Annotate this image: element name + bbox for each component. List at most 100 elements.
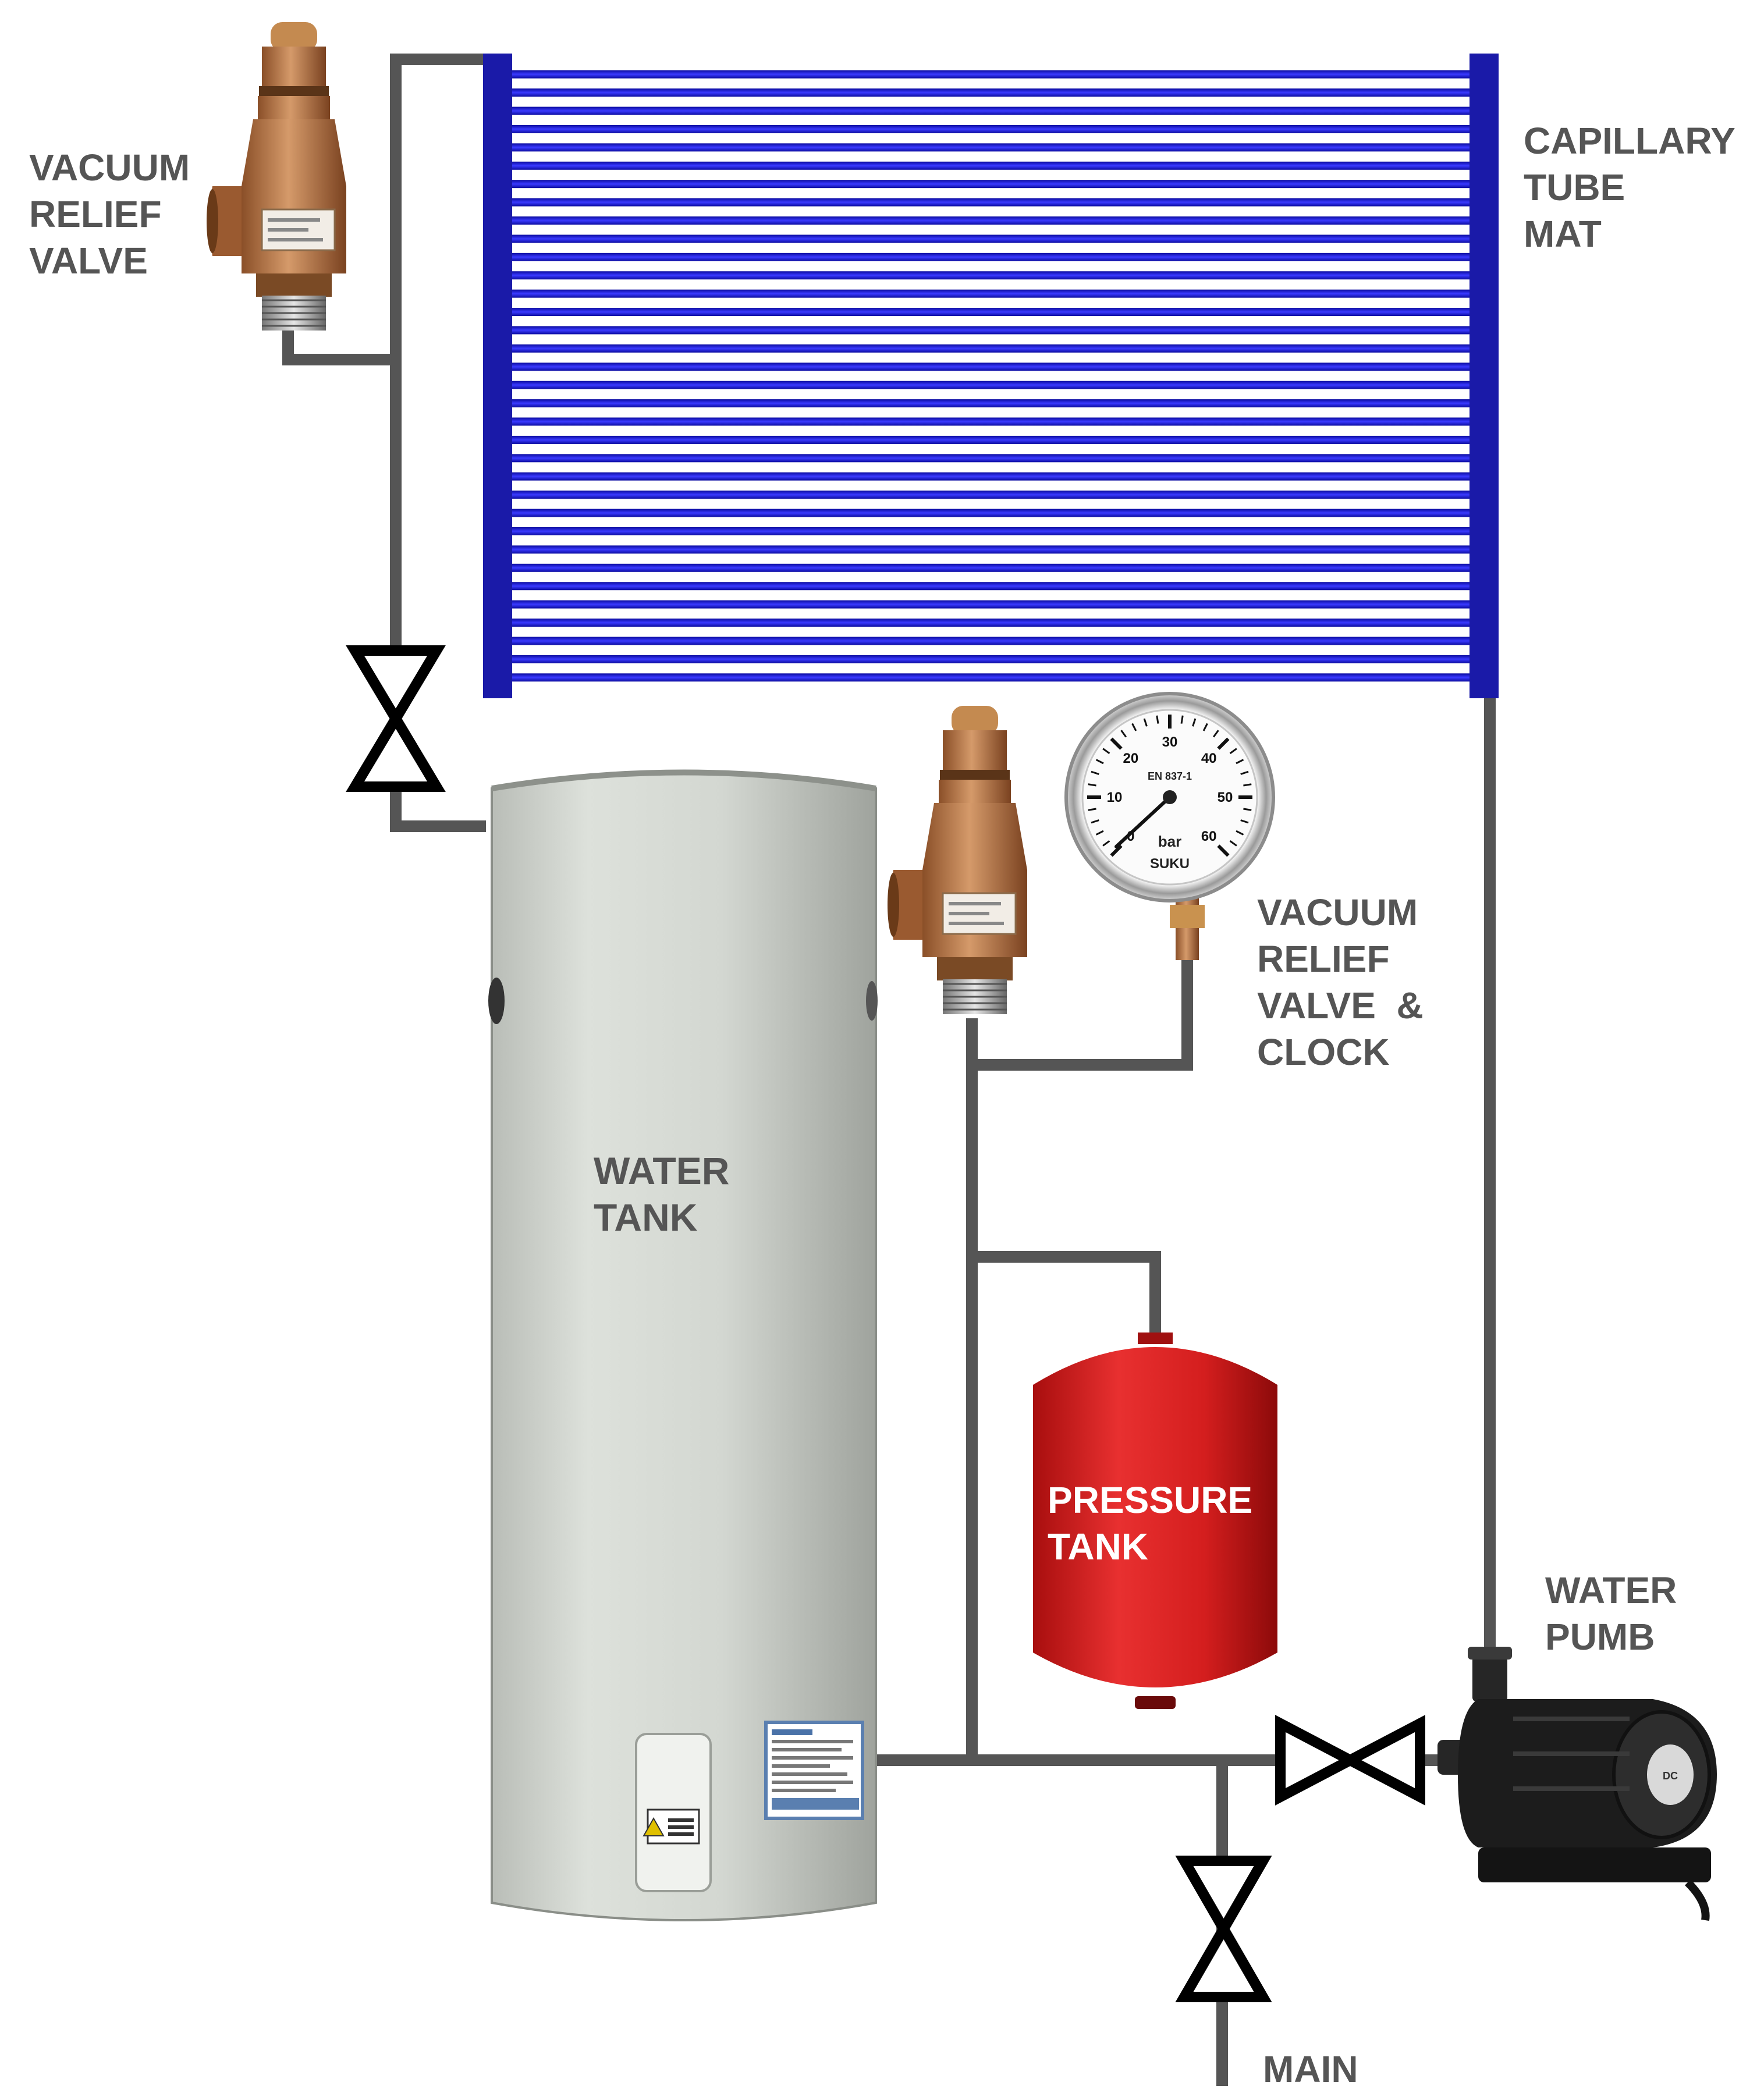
capillary-tube <box>501 381 1481 389</box>
svg-text:DC: DC <box>1663 1770 1678 1782</box>
capillary-tube <box>501 143 1481 152</box>
capillary-tube <box>501 234 1481 243</box>
label-line: TUBE <box>1524 166 1625 208</box>
gate-valve-icon-main <box>1175 1856 1272 2002</box>
label-line: VALVE <box>29 240 148 282</box>
label-line: RELIEF <box>1257 938 1390 980</box>
pressure-tank-icon <box>1033 1333 1277 1709</box>
gauge-needle <box>1114 795 1172 848</box>
capillary-tube <box>501 326 1481 335</box>
capillary-tube <box>501 88 1481 97</box>
gauge-tick <box>1202 723 1208 731</box>
gauge-tick <box>1240 819 1249 824</box>
gauge-tick <box>1236 830 1244 836</box>
capillary-tube <box>501 491 1481 499</box>
gauge-brand: SUKU <box>1150 856 1190 872</box>
capillary-tube <box>501 216 1481 225</box>
gauge-tick <box>1229 748 1237 754</box>
vacuum-relief-valve-icon-top <box>207 22 346 331</box>
capillary-tube <box>501 180 1481 189</box>
capillary-tube <box>501 454 1481 463</box>
label-main: MAIN <box>1263 2048 1358 2090</box>
gauge-tick <box>1120 730 1127 738</box>
label-line: PUMB <box>1545 1616 1655 1658</box>
gauge-tick <box>1091 819 1099 824</box>
label-line: VACUUM <box>1257 891 1418 933</box>
gauge-tick <box>1095 830 1104 836</box>
label-line: CAPILLARY <box>1524 120 1735 162</box>
label-line: PRESSURE <box>1048 1479 1252 1521</box>
label-vacuum-relief-valve-clock: VACUUM RELIEF VALVE & CLOCK <box>1257 891 1424 1073</box>
capillary-tube <box>501 637 1481 645</box>
capillary-tube <box>501 289 1481 298</box>
gauge-tick-label: 50 <box>1218 790 1233 805</box>
capillary-tube <box>501 271 1481 280</box>
gate-valve-icon-left <box>346 645 446 792</box>
gauge-tick <box>1236 759 1244 765</box>
gauge-tick <box>1240 770 1249 775</box>
water-pump-icon: DC <box>1437 1647 1717 1921</box>
capillary-tube <box>501 399 1481 408</box>
gauge-tick-label: 40 <box>1201 751 1217 766</box>
label-capillary-tube-mat: CAPILLARY TUBE MAT <box>1524 120 1735 255</box>
water-tank-icon <box>488 769 878 1921</box>
capillary-tube <box>501 545 1481 554</box>
gauge-tick <box>1156 715 1159 724</box>
gauge-tick <box>1217 737 1230 750</box>
gauge-tick <box>1088 783 1096 787</box>
gauge-tick <box>1229 840 1237 847</box>
capillary-tube <box>501 161 1481 170</box>
gauge-tick <box>1192 718 1197 727</box>
gauge-tick <box>1110 844 1123 857</box>
gauge-tick <box>1102 840 1110 847</box>
capillary-tube <box>501 619 1481 627</box>
label-line: RELIEF <box>29 193 162 235</box>
pipe-vacuum-valve-branch <box>282 326 396 365</box>
capillary-tube <box>501 70 1481 79</box>
vacuum-relief-valve-icon-clock <box>888 706 1027 1014</box>
gauge-tick <box>1213 730 1219 738</box>
gauge-tick-label: 60 <box>1201 829 1217 844</box>
capillary-tube <box>501 344 1481 353</box>
gauge-tick <box>1131 723 1137 731</box>
capillary-tube <box>501 509 1481 517</box>
capillary-tube <box>501 655 1481 663</box>
capillary-tube <box>501 582 1481 591</box>
gauge-tick <box>1180 715 1184 724</box>
gauge-standard: EN 837-1 <box>1148 770 1192 782</box>
capillary-tube <box>501 673 1481 682</box>
gauge-tick <box>1088 808 1096 811</box>
label-line: CLOCK <box>1257 1031 1390 1073</box>
label-line: TANK <box>1048 1526 1148 1568</box>
pipe-mat-inlet <box>390 54 486 832</box>
capillary-tube <box>501 472 1481 481</box>
label-water-tank: WATER TANK <box>594 1149 729 1239</box>
pipe-gauge-branch <box>972 954 1193 1071</box>
gauge-tick <box>1243 783 1252 787</box>
gauge-tick <box>1243 808 1252 811</box>
capillary-tube <box>501 563 1481 572</box>
label-line: VACUUM <box>29 147 190 189</box>
capillary-header-left <box>483 54 512 698</box>
gauge-tick-label: 10 <box>1107 790 1123 805</box>
capillary-tube <box>501 198 1481 207</box>
capillary-tube <box>501 363 1481 371</box>
gauge-unit: bar <box>1158 833 1181 850</box>
capillary-tube <box>501 435 1481 444</box>
capillary-mat-icon <box>483 54 1499 698</box>
gauge-tick <box>1143 718 1148 727</box>
gauge-tick <box>1095 759 1104 765</box>
gauge-tick <box>1217 844 1230 857</box>
capillary-header-right <box>1470 54 1499 698</box>
label-water-pumb: WATER PUMB <box>1545 1569 1677 1658</box>
label-line: WATER <box>1545 1569 1677 1611</box>
gauge-tick-label: 20 <box>1123 751 1138 766</box>
label-line: WATER <box>594 1149 729 1192</box>
label-line: VALVE & <box>1257 985 1424 1026</box>
capillary-tube <box>501 253 1481 261</box>
capillary-tube <box>501 308 1481 317</box>
label-pressure-tank: PRESSURE TANK <box>1048 1479 1252 1568</box>
